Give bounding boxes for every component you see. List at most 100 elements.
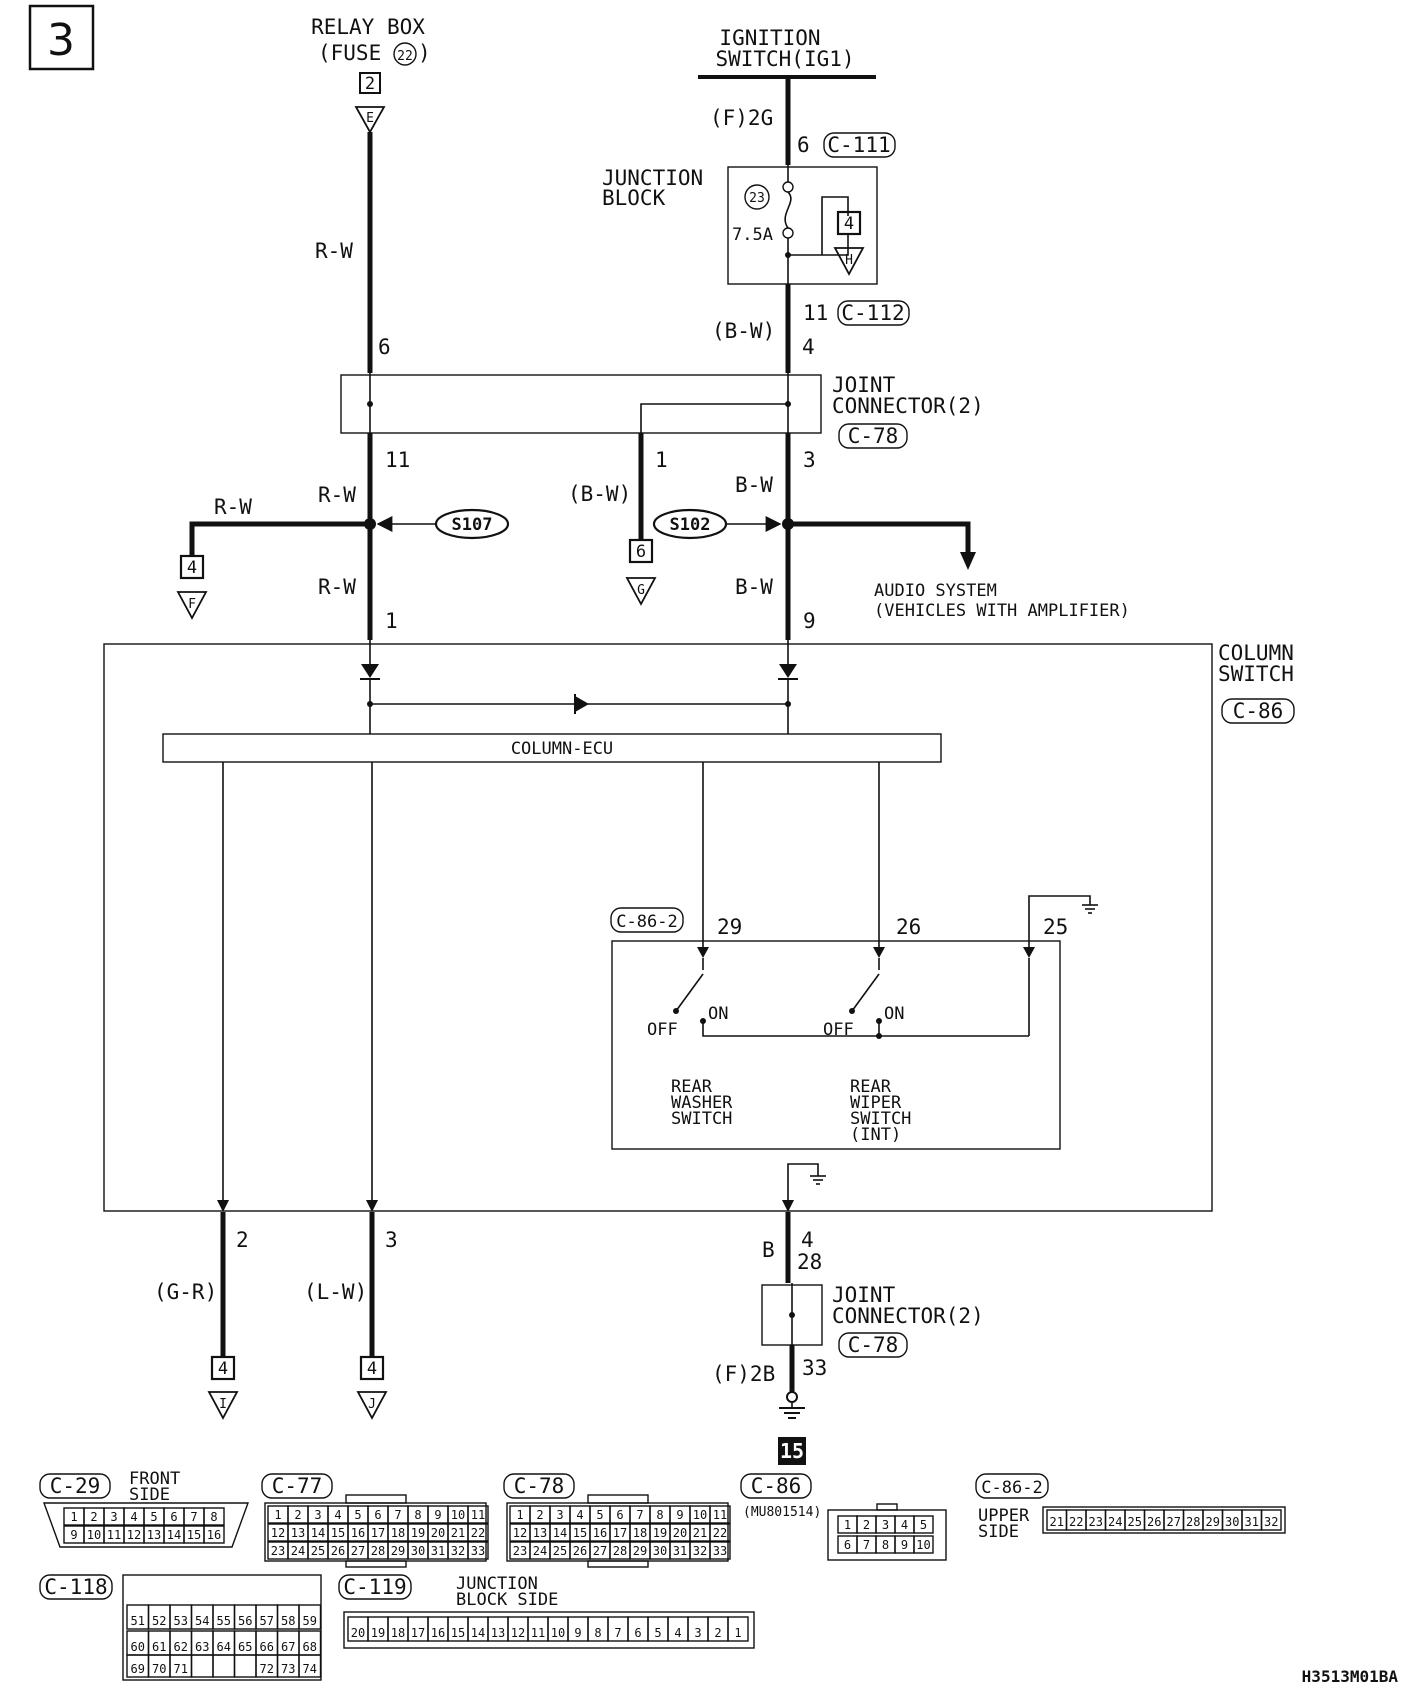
pin-jc-right-out: 3: [803, 448, 816, 472]
wire-bw-mid-label-2: B-W: [735, 575, 773, 599]
connector-pin-label: 17: [411, 1626, 425, 1640]
connector-pin-label: 61: [152, 1640, 166, 1654]
wiper-on-label: ON: [884, 1004, 904, 1024]
connector-pin-label: 4: [901, 1518, 908, 1532]
connector-pin-cell: [467, 1541, 489, 1560]
connector-pin-label: 3: [694, 1626, 701, 1640]
pin-sw-29: 29: [717, 915, 742, 939]
svg-text:4: 4: [844, 214, 854, 234]
svg-text:S107: S107: [452, 515, 493, 535]
connector-pin-label: 20: [673, 1526, 687, 1540]
connector-pin-label: 52: [152, 1614, 166, 1628]
connector-pin-cell: [467, 1505, 489, 1524]
connector-c112-tag: C-112: [837, 300, 910, 326]
svg-text:C-78: C-78: [514, 1474, 565, 1498]
connector-pin-label: 18: [391, 1526, 405, 1540]
connector-pin-label: 20: [351, 1626, 365, 1640]
connector-pin-label: 14: [553, 1526, 567, 1540]
connector-pin-label: 65: [238, 1640, 252, 1654]
svg-text:C-29: C-29: [50, 1474, 101, 1498]
junction-block-out-pin: 11: [803, 301, 828, 325]
connector-pin-label: 31: [1245, 1515, 1259, 1529]
connector-pin-label: 18: [633, 1526, 647, 1540]
connector-pin-label: 6: [616, 1508, 623, 1522]
connector-pin-label: 6: [374, 1508, 381, 1522]
page-number: 3: [47, 15, 75, 66]
wire-rw-branch-label: R-W: [214, 495, 252, 519]
pin-jc-mid-out: 1: [655, 448, 668, 472]
connector-pin-label: 13: [533, 1526, 547, 1540]
connector-pin-label: 15: [451, 1626, 465, 1640]
connector-pin-label: 12: [271, 1526, 285, 1540]
joint-connector-top-line1: JOINT: [832, 373, 896, 397]
connector-pin-cell: [727, 1616, 749, 1642]
connector-pin-label: 17: [371, 1526, 385, 1540]
connector-pin-label: 10: [451, 1508, 465, 1522]
svg-text:(FUSE: (FUSE: [318, 41, 381, 65]
connector-pin-label: 28: [613, 1544, 627, 1558]
svg-text:BLOCK SIDE: BLOCK SIDE: [456, 1590, 558, 1610]
connector-pin-label: 51: [131, 1614, 145, 1628]
washer-on-label: ON: [708, 1004, 728, 1024]
svg-text:J: J: [368, 1397, 376, 1412]
connector-pin-label: 11: [713, 1508, 727, 1522]
connector-pin-label: 10: [551, 1626, 565, 1640]
joint-connector-bottom-line1: JOINT: [832, 1283, 896, 1307]
wiper-label-2: WIPER: [850, 1093, 902, 1113]
washer-label-1: REAR: [671, 1077, 713, 1097]
connector-pin-label: 16: [207, 1528, 221, 1542]
connector-pin-label: 12: [127, 1528, 141, 1542]
connector-pin-label: 4: [674, 1626, 681, 1640]
svg-text:4: 4: [218, 1359, 228, 1379]
connector-pin-label: 14: [471, 1626, 485, 1640]
connector-pin-label: 9: [676, 1508, 683, 1522]
connector-pin-cell: [203, 1507, 225, 1526]
pin-col-left-in: 1: [385, 609, 398, 633]
pin-col-right-in: 9: [803, 609, 816, 633]
drawing-code: H3513M01BA: [1302, 1667, 1399, 1686]
connector-pin-label: 18: [391, 1626, 405, 1640]
washer-label-3: SWITCH: [671, 1109, 732, 1129]
connector-pin-label: 16: [593, 1526, 607, 1540]
washer-off-label: OFF: [647, 1020, 678, 1040]
connector-pin-label: 56: [238, 1614, 252, 1628]
connector-pin-label: 71: [174, 1662, 188, 1676]
svg-text:E: E: [366, 111, 374, 126]
pin-jc2-out: 33: [802, 1356, 827, 1380]
connector-c78-tag-bottom: C-78: [838, 1332, 908, 1358]
connector-pin-label: 13: [291, 1526, 305, 1540]
junction-block-page-ref: 4: [836, 210, 862, 236]
svg-text:4: 4: [187, 558, 197, 578]
connector-pin-label: 9: [574, 1626, 581, 1640]
connector-pin-label: 22: [713, 1526, 727, 1540]
svg-text:SIDE: SIDE: [978, 1522, 1019, 1542]
connector-pin-label: 30: [653, 1544, 667, 1558]
connector-c86-2-tag: C-86-2: [610, 907, 684, 933]
branch-g-page-ref: 6: [628, 538, 654, 564]
washer-label-2: WASHER: [671, 1093, 733, 1113]
connector-i-triangle: I: [207, 1391, 239, 1420]
connector-pin-label: 1: [734, 1626, 741, 1640]
svg-text:SIDE: SIDE: [129, 1485, 170, 1505]
pin-out-i: 2: [236, 1228, 249, 1252]
wire-lw-label: (L-W): [304, 1280, 367, 1304]
connector-pin-label: 67: [281, 1640, 295, 1654]
connector-c78-tag-top: C-78: [838, 423, 908, 449]
relay-box-label: RELAY BOX: [311, 15, 425, 39]
wire-bw-branch-audio: [788, 521, 971, 552]
connector-pin-label: 9: [901, 1538, 908, 1552]
column-switch-box: [103, 643, 1213, 1212]
audio-system-line2: (VEHICLES WITH AMPLIFIER): [874, 601, 1130, 621]
svg-text:23: 23: [749, 191, 765, 206]
splice-s107-label: S107: [434, 508, 510, 540]
wiper-label-4: (INT): [850, 1125, 901, 1145]
svg-text:15: 15: [780, 1439, 804, 1463]
connector-pin-label: 10: [693, 1508, 707, 1522]
connector-h-triangle: H: [833, 247, 865, 276]
connector-pin-label: 1: [516, 1508, 523, 1522]
svg-text:C-78: C-78: [848, 1333, 899, 1357]
svg-text:JUNCTION: JUNCTION: [456, 1574, 538, 1594]
wire-b-label: B: [762, 1238, 775, 1262]
connector-pin-label: 33: [471, 1544, 485, 1558]
